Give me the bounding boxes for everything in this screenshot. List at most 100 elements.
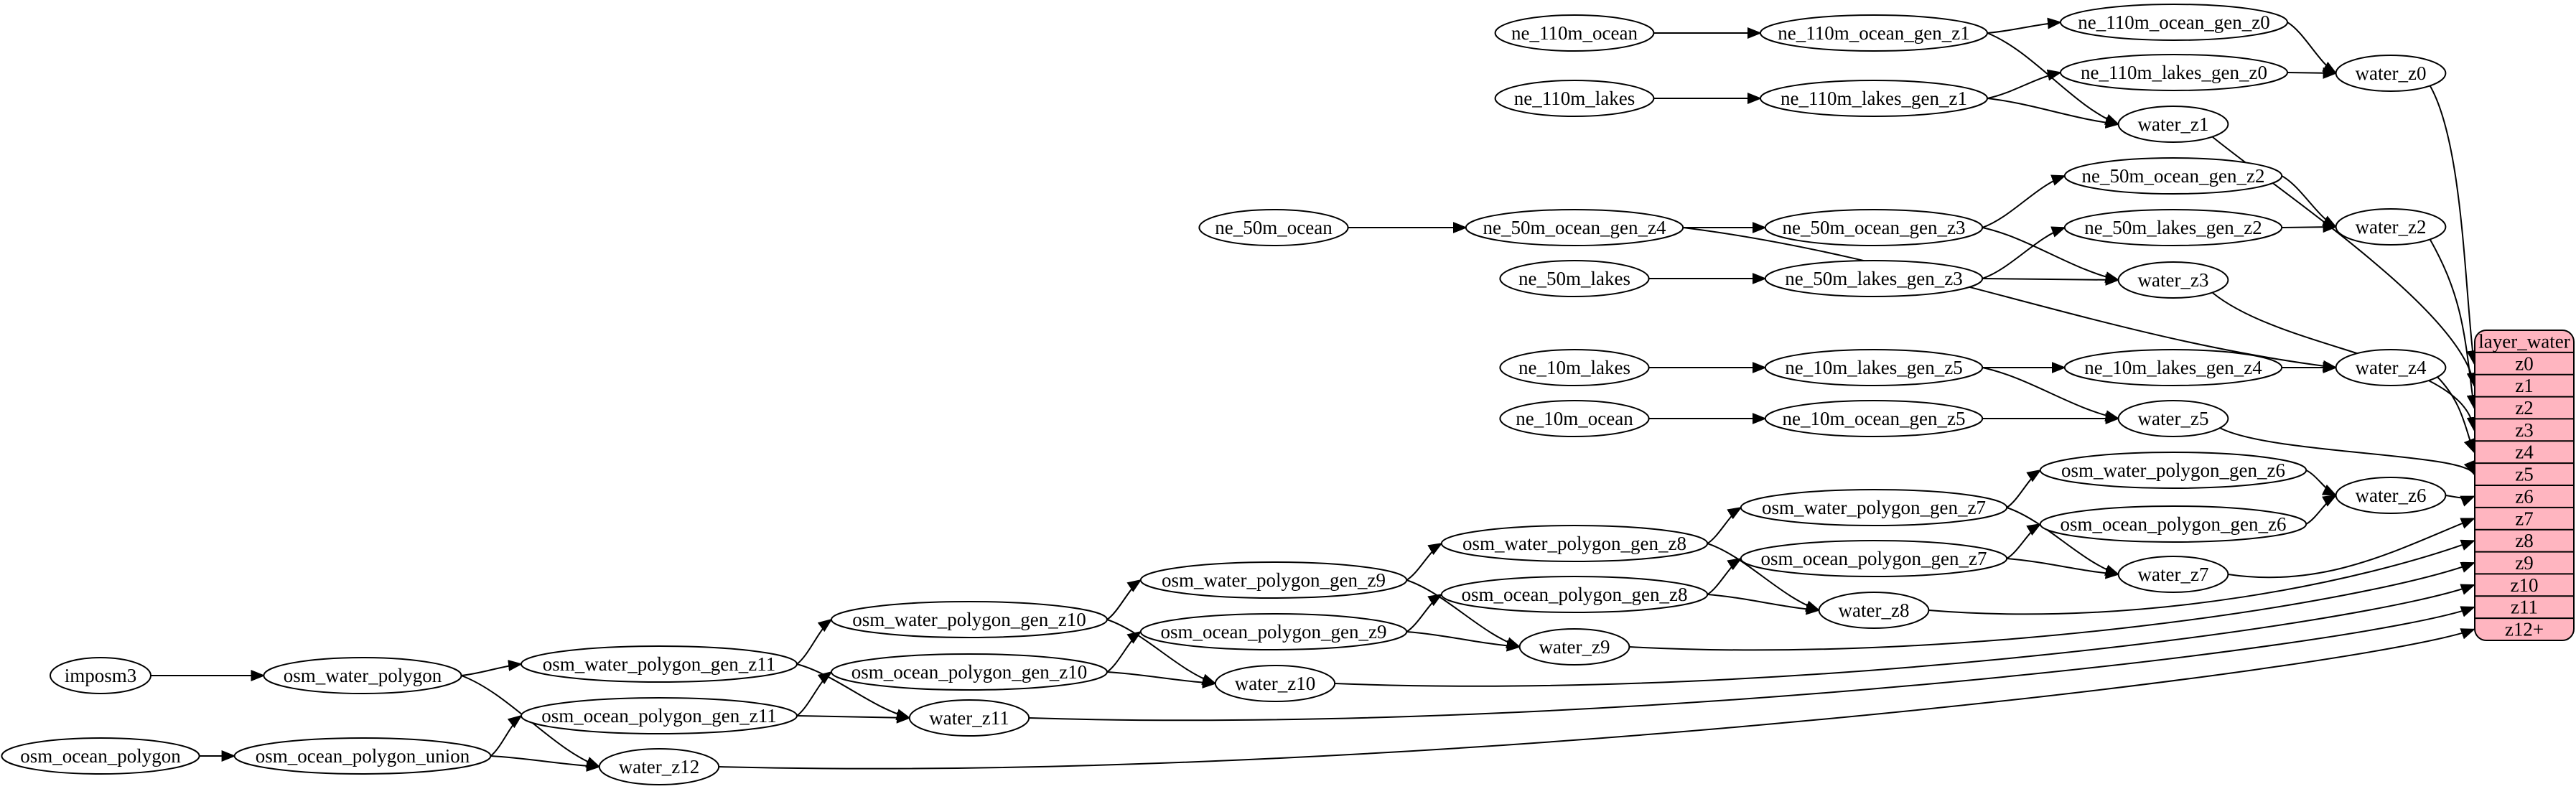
- node-ellipse: [2039, 452, 2307, 489]
- edge-osm_water_polygon_gen_z11-water_z11: [796, 663, 911, 720]
- node-ellipse: [2117, 556, 2229, 593]
- node-osm_ocean_polygon_union: osm_ocean_polygon_union: [233, 737, 492, 775]
- node-imposm3: imposm3: [50, 657, 151, 694]
- record-row-z6: z6: [2515, 485, 2533, 507]
- edge-water_z5-layer_water-z5: [2219, 427, 2475, 476]
- edge-osm_water_polygon_gen_z7-osm_water_polygon_gen_z6: [2006, 469, 2042, 508]
- node-ellipse: [2117, 400, 2229, 437]
- node-label: osm_ocean_polygon_union: [256, 745, 470, 767]
- edge-ne_50m_ocean_gen_z4-water_z4: [1683, 227, 2338, 372]
- node-ellipse: [233, 737, 492, 775]
- node-water_z2: water_z2: [2335, 208, 2447, 246]
- node-ne_10m_lakes_gen_z5: ne_10m_lakes_gen_z5: [1764, 349, 1984, 386]
- node-ne_50m_ocean_gen_z3: ne_50m_ocean_gen_z3: [1764, 209, 1984, 246]
- node-ellipse: [1740, 540, 2008, 577]
- node-osm_ocean_polygon_gen_z8: osm_ocean_polygon_gen_z8: [1440, 576, 1709, 613]
- record-row-z8: z8: [2515, 530, 2533, 551]
- node-ne_10m_lakes: ne_10m_lakes: [1499, 349, 1650, 386]
- node-ne_110m_lakes: ne_110m_lakes: [1494, 80, 1655, 117]
- node-label: ne_10m_lakes_gen_z5: [1785, 357, 1962, 378]
- edge-osm_water_polygon_gen_z9-osm_water_polygon_gen_z8: [1406, 542, 1443, 581]
- node-label: water_z1: [2138, 113, 2209, 135]
- node-ellipse: [1139, 613, 1408, 650]
- node-label: water_z3: [2138, 269, 2209, 291]
- node-label: osm_water_polygon_gen_z7: [1762, 497, 1986, 518]
- node-water_z12: water_z12: [598, 748, 720, 785]
- node-osm_ocean_polygon_gen_z10: osm_ocean_polygon_gen_z10: [831, 653, 1108, 691]
- node-label: osm_ocean_polygon_gen_z9: [1161, 621, 1387, 643]
- edge-ne_50m_ocean_gen_z3-ne_50m_ocean_gen_z2: [1982, 174, 2066, 228]
- node-ellipse: [1740, 489, 2008, 526]
- edge-osm_ocean_polygon_gen_z10-osm_ocean_polygon_gen_z9: [1106, 630, 1142, 673]
- edge-osm_ocean_polygon_gen_z8-water_z8: [1707, 594, 1821, 615]
- edge-water_z0-layer_water-z0: [2430, 85, 2478, 365]
- node-label: water_z4: [2356, 357, 2427, 378]
- node-ellipse: [1764, 349, 1984, 386]
- record-row-z5: z5: [2515, 464, 2533, 485]
- node-ne_10m_ocean_gen_z5: ne_10m_ocean_gen_z5: [1764, 400, 1984, 437]
- record-title: layer_water: [2478, 330, 2570, 352]
- node-label: osm_water_polygon_gen_z10: [852, 609, 1086, 630]
- node-ellipse: [1499, 400, 1650, 437]
- node-label: ne_110m_ocean_gen_z0: [2078, 11, 2269, 33]
- node-osm_water_polygon_gen_z9: osm_water_polygon_gen_z9: [1139, 561, 1408, 599]
- edge-osm_water_polygon_gen_z8-water_z8: [1707, 543, 1821, 612]
- edge-osm_ocean_polygon_gen_z11-osm_ocean_polygon_gen_z10: [796, 671, 833, 716]
- node-label: osm_ocean_polygon_gen_z8: [1462, 584, 1688, 605]
- node-label: ne_10m_ocean: [1516, 408, 1633, 429]
- node-ellipse: [1494, 14, 1655, 52]
- record-row-z4: z4: [2515, 442, 2534, 463]
- node-water_z3: water_z3: [2117, 261, 2229, 299]
- node-ellipse: [908, 699, 1030, 737]
- record-row-z1: z1: [2515, 375, 2533, 396]
- edge-osm_water_polygon_gen_z8-osm_water_polygon_gen_z7: [1707, 506, 1742, 544]
- edge-ne_10m_lakes_gen_z5-water_z5: [1982, 367, 2120, 422]
- node-label: ne_110m_ocean: [1511, 22, 1638, 44]
- edge-osm_water_polygon_gen_z11-osm_water_polygon_gen_z10: [796, 618, 833, 665]
- edge-ne_50m_ocean_gen_z2-water_z2: [2281, 175, 2338, 228]
- edge-osm_ocean_polygon_union-water_z12: [490, 755, 601, 772]
- node-label: ne_50m_ocean_gen_z3: [1783, 217, 1966, 238]
- edge-osm_water_polygon_gen_z10-osm_water_polygon_gen_z9: [1106, 579, 1142, 620]
- edge-ne_110m_lakes_gen_z1-water_z1: [1987, 98, 2120, 129]
- edge-osm_ocean_polygon_gen_z7-water_z7: [2007, 558, 2120, 579]
- node-ellipse: [1818, 592, 1930, 629]
- node-label: ne_50m_ocean_gen_z4: [1483, 217, 1666, 238]
- node-label: ne_110m_lakes_gen_z1: [1781, 88, 1967, 109]
- node-osm_ocean_polygon: osm_ocean_polygon: [1, 737, 200, 775]
- edge-water_z7-layer_water-z7: [2228, 518, 2475, 579]
- node-ellipse: [1499, 260, 1650, 297]
- edge-osm_ocean_polygon_gen_z7-osm_ocean_polygon_gen_z6: [2006, 523, 2042, 559]
- node-osm_ocean_polygon_gen_z9: osm_ocean_polygon_gen_z9: [1139, 613, 1408, 650]
- node-label: ne_50m_ocean_gen_z2: [2082, 165, 2265, 187]
- record-row-z7: z7: [2515, 508, 2533, 529]
- node-label: osm_water_polygon_gen_z11: [543, 653, 775, 675]
- edge-ne_110m_lakes_gen_z1-ne_110m_lakes_gen_z0: [1987, 69, 2062, 99]
- node-ellipse: [1499, 349, 1650, 386]
- edge-water_z12-layer_water-z12+: [719, 628, 2475, 770]
- record-row-z3: z3: [2515, 419, 2533, 441]
- record-row-z11: z11: [2511, 597, 2538, 618]
- node-label: osm_water_polygon_gen_z8: [1462, 533, 1686, 554]
- edge-water_z8-layer_water-z8: [1928, 539, 2475, 615]
- node-water_z8: water_z8: [1818, 592, 1930, 629]
- edge-osm_ocean_polygon_gen_z9-osm_ocean_polygon_gen_z8: [1406, 593, 1443, 632]
- node-ne_10m_ocean: ne_10m_ocean: [1499, 400, 1650, 437]
- node-label: water_z9: [1539, 636, 1610, 658]
- edge-ne_50m_lakes_gen_z3-ne_50m_lakes_gen_z2: [1982, 226, 2066, 279]
- node-label: water_z11: [929, 707, 1009, 729]
- edge-osm_water_polygon-osm_water_polygon_gen_z11: [461, 660, 523, 676]
- edge-water_z9-layer_water-z9: [1629, 561, 2475, 651]
- edges-layer: [151, 17, 2478, 772]
- node-label: osm_water_polygon_gen_z9: [1162, 569, 1386, 591]
- node-water_z10: water_z10: [1214, 665, 1336, 702]
- edge-ne_50m_lakes_gen_z3-water_z3: [1982, 274, 2120, 286]
- record-row-z10: z10: [2511, 574, 2539, 596]
- node-water_z7: water_z7: [2117, 556, 2229, 593]
- node-ne_110m_lakes_gen_z0: ne_110m_lakes_gen_z0: [2060, 54, 2288, 91]
- node-ellipse: [2063, 157, 2283, 195]
- node-osm_water_polygon_gen_z6: osm_water_polygon_gen_z6: [2039, 452, 2307, 489]
- edge-water_z2-layer_water-z2: [2430, 239, 2478, 409]
